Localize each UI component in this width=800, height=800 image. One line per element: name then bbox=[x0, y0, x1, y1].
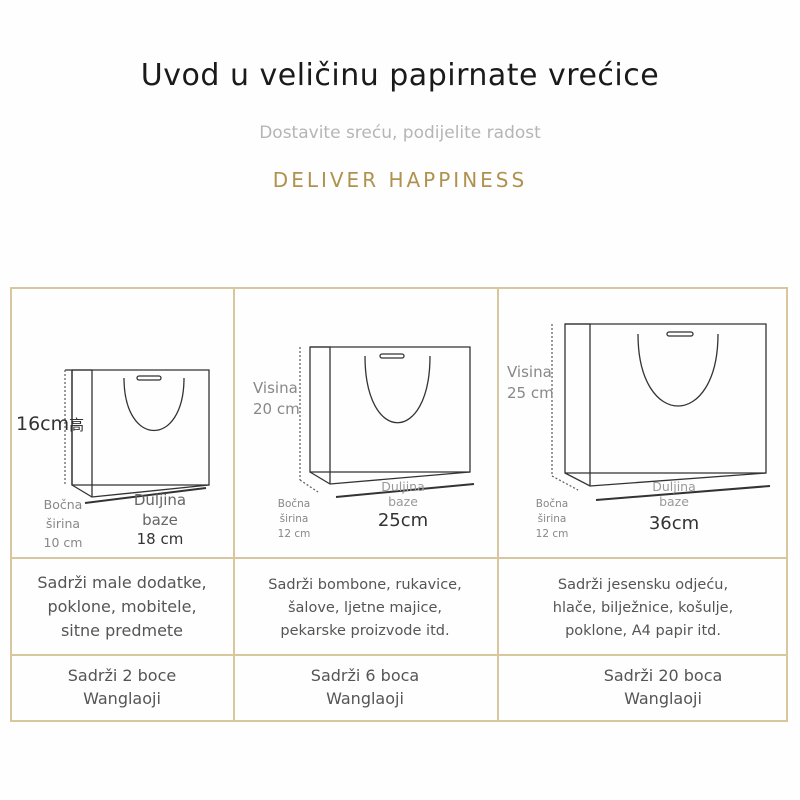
base-length-label-col3: Duljina baze bbox=[652, 479, 696, 509]
size-table bbox=[10, 287, 788, 722]
capacity-col1: Sadrži 2 boce Wanglaoji bbox=[67, 666, 177, 708]
slogan: DELIVER HAPPINESS bbox=[272, 168, 528, 192]
description-col1: Sadrži male dodatke, poklone, mobitele, … bbox=[37, 573, 207, 640]
side-width-label-col1: Bočna širina 10 cm bbox=[43, 497, 83, 550]
base-length-label-col2: Duljina baze bbox=[381, 479, 425, 509]
side-width-label-col2: Bočna širina 12 cm bbox=[277, 498, 311, 540]
side-width-label-col3: Bočna širina 12 cm bbox=[535, 498, 569, 540]
column-divider bbox=[233, 289, 235, 720]
base-length-value-col3: 36cm bbox=[648, 513, 700, 534]
description-col2: Sadrži bombone, rukavice, šalove, ljetne… bbox=[268, 577, 462, 639]
bag-medium-icon bbox=[299, 346, 475, 498]
column-divider bbox=[497, 289, 499, 720]
height-label-col3: Visina 25 cm bbox=[507, 363, 554, 402]
base-length-label-col1: Duljina baze bbox=[133, 491, 187, 529]
base-length-value-col1: 18 cm bbox=[136, 530, 184, 548]
base-length-value-col2: 25cm bbox=[377, 510, 429, 531]
height-label-col2: Visina 20 cm bbox=[253, 379, 300, 418]
capacity-col2: Sadrži 6 boca Wanglaoji bbox=[310, 666, 420, 708]
bag-small-icon bbox=[64, 369, 210, 504]
height-label-col1: 16cm高 bbox=[16, 413, 85, 435]
page-subtitle: Dostavite sreću, podijelite radost bbox=[259, 123, 541, 143]
description-col3: Sadrži jesensku odjeću, hlače, bilježnic… bbox=[552, 577, 734, 639]
row-divider bbox=[12, 557, 786, 559]
row-divider bbox=[12, 654, 786, 656]
capacity-col3: Sadrži 20 boca Wanglaoji bbox=[603, 666, 723, 708]
page-title: Uvod u veličinu papirnate vrećice bbox=[140, 58, 660, 93]
bag-large-icon bbox=[551, 323, 771, 501]
